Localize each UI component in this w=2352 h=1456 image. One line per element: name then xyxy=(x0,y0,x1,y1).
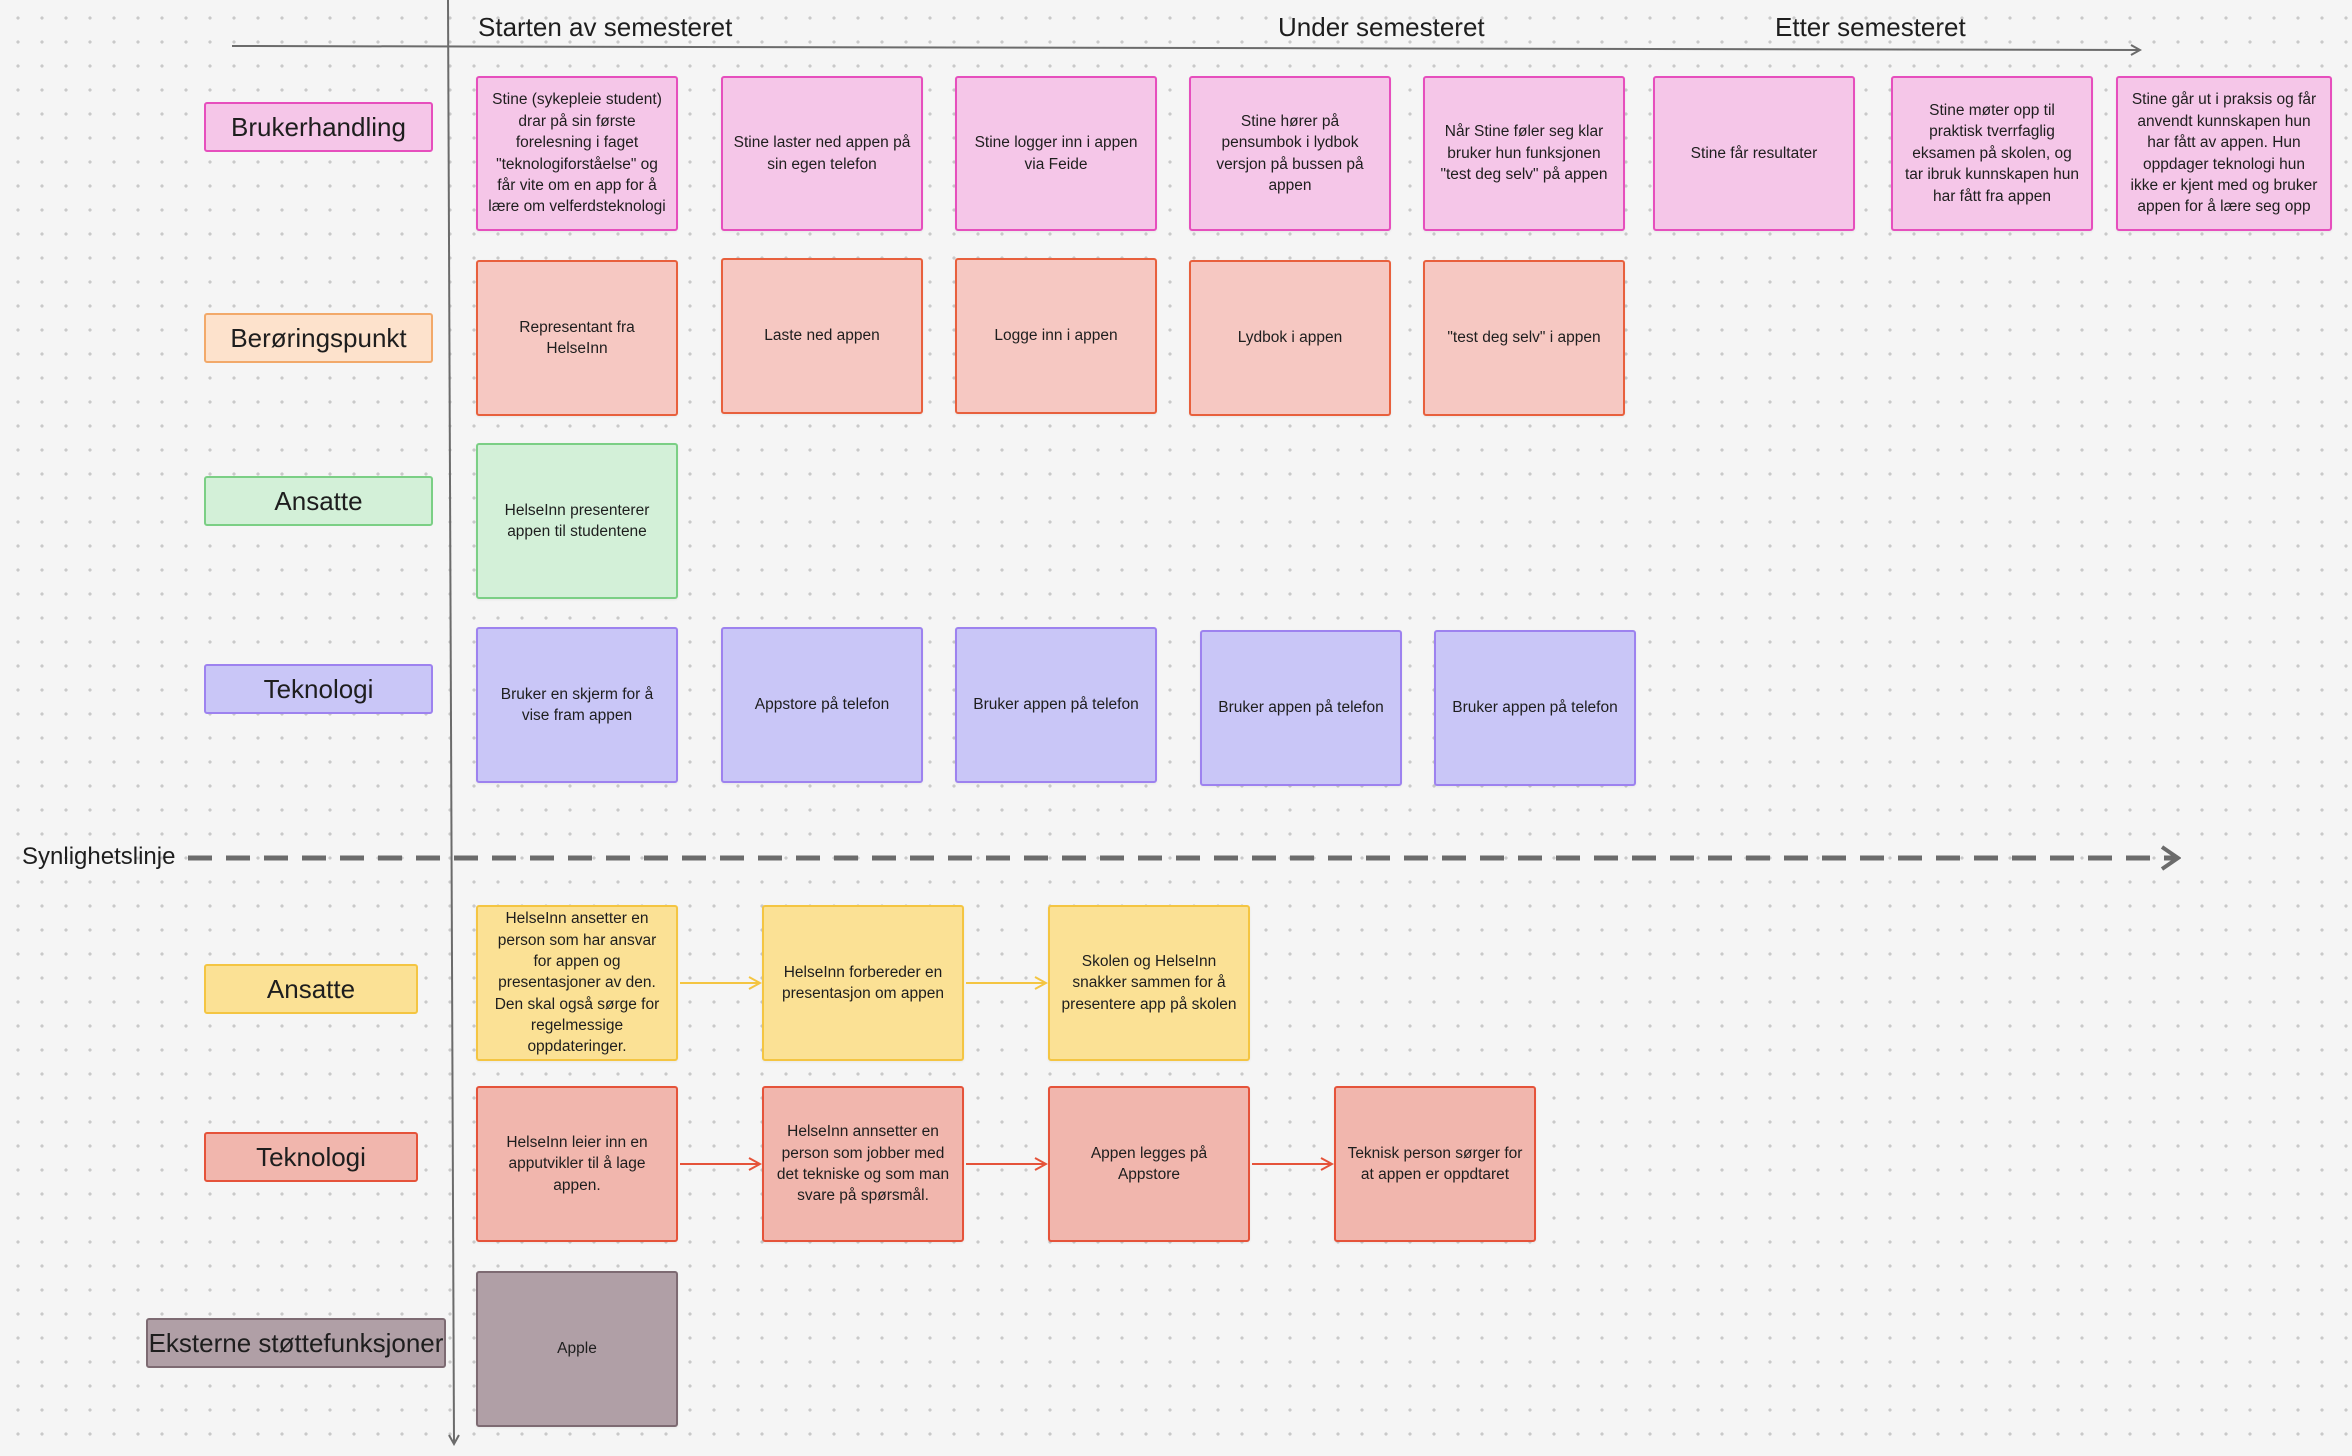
phase-after: Etter semesteret xyxy=(1775,12,1966,42)
sticky-beroringspunkt-5[interactable]: "test deg selv" i appen xyxy=(1423,260,1625,416)
sticky-brukerhandling-8[interactable]: Stine går ut i praksis og får anvendt ku… xyxy=(2116,76,2332,231)
row-label-eksterne[interactable]: Eksterne støttefunksjoner xyxy=(146,1318,446,1368)
sticky-beroringspunkt-3[interactable]: Logge inn i appen xyxy=(955,258,1157,414)
sticky-beroringspunkt-1[interactable]: Representant fra HelseInn xyxy=(476,260,678,416)
vertical-axis-arrow xyxy=(447,0,454,1444)
sticky-brukerhandling-4[interactable]: Stine hører på pensumbok i lydbok versjo… xyxy=(1189,76,1391,231)
sticky-ansatte-back-2[interactable]: HelseInn forbereder en presentasjon om a… xyxy=(762,905,964,1061)
time-axis-arrow xyxy=(231,46,2140,50)
visibility-line-label: Synlighetslinje xyxy=(22,843,176,870)
sticky-teknologi-back-2[interactable]: HelseInn annsetter en person som jobber … xyxy=(762,1086,964,1242)
sticky-teknologi-front-5[interactable]: Bruker appen på telefon xyxy=(1434,630,1636,786)
row-label-ansatte-front[interactable]: Ansatte xyxy=(204,476,433,526)
sticky-teknologi-back-3[interactable]: Appen legges på Appstore xyxy=(1048,1086,1250,1242)
sticky-ansatte-back-1[interactable]: HelseInn ansetter en person som har ansv… xyxy=(476,905,678,1061)
sticky-beroringspunkt-2[interactable]: Laste ned appen xyxy=(721,258,923,414)
row-label-beroringspunkt[interactable]: Berøringspunkt xyxy=(204,313,433,363)
sticky-brukerhandling-2[interactable]: Stine laster ned appen på sin egen telef… xyxy=(721,76,923,231)
sticky-ansatte-back-3[interactable]: Skolen og HelseInn snakker sammen for å … xyxy=(1048,905,1250,1061)
sticky-teknologi-front-1[interactable]: Bruker en skjerm for å vise fram appen xyxy=(476,627,678,783)
sticky-brukerhandling-3[interactable]: Stine logger inn i appen via Feide xyxy=(955,76,1157,231)
phase-during: Under semesteret xyxy=(1278,12,1485,42)
row-label-ansatte-back[interactable]: Ansatte xyxy=(204,964,418,1014)
sticky-teknologi-front-4[interactable]: Bruker appen på telefon xyxy=(1200,630,1402,786)
sticky-beroringspunkt-4[interactable]: Lydbok i appen xyxy=(1189,260,1391,416)
row-label-brukerhandling[interactable]: Brukerhandling xyxy=(204,102,433,152)
sticky-ansatte-front-1[interactable]: HelseInn presenterer appen til studenten… xyxy=(476,443,678,599)
row-label-teknologi-back[interactable]: Teknologi xyxy=(204,1132,418,1182)
sticky-brukerhandling-1[interactable]: Stine (sykepleie student) drar på sin fø… xyxy=(476,76,678,231)
sticky-teknologi-back-4[interactable]: Teknisk person sørger for at appen er op… xyxy=(1334,1086,1536,1242)
sticky-brukerhandling-7[interactable]: Stine møter opp til praktisk tverrfaglig… xyxy=(1891,76,2093,231)
sticky-teknologi-front-3[interactable]: Bruker appen på telefon xyxy=(955,627,1157,783)
sticky-teknologi-front-2[interactable]: Appstore på telefon xyxy=(721,627,923,783)
phase-start: Starten av semesteret xyxy=(478,12,733,42)
sticky-teknologi-back-1[interactable]: HelseInn leier inn en apputvikler til å … xyxy=(476,1086,678,1242)
sticky-eksterne-1[interactable]: Apple xyxy=(476,1271,678,1427)
sticky-brukerhandling-6[interactable]: Stine får resultater xyxy=(1653,76,1855,231)
row-label-teknologi-front[interactable]: Teknologi xyxy=(204,664,433,714)
sticky-brukerhandling-5[interactable]: Når Stine føler seg klar bruker hun funk… xyxy=(1423,76,1625,231)
